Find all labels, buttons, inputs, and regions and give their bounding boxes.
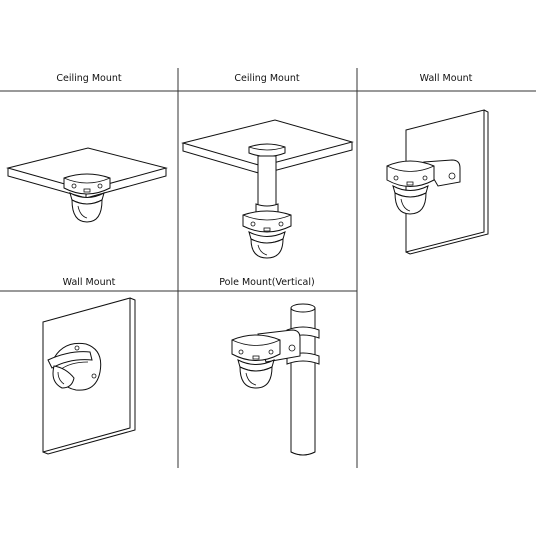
pole-mount-vertical-icon — [231, 303, 320, 456]
panel-label-pole-mount: Pole Mount(Vertical) — [219, 277, 314, 288]
ceiling-mount-flush-icon — [6, 147, 168, 223]
panel-label-wall-mount-1: Wall Mount — [420, 73, 473, 84]
panel-label-ceiling-mount-1: Ceiling Mount — [56, 73, 122, 84]
panel-label-wall-mount-2: Wall Mount — [63, 277, 116, 288]
table-grid — [0, 68, 536, 468]
ceiling-mount-pendant-icon — [181, 119, 354, 259]
wall-mount-bracket-icon — [386, 109, 489, 255]
wall-mount-angled-icon — [42, 297, 136, 455]
panel-label-ceiling-mount-2: Ceiling Mount — [234, 73, 300, 84]
